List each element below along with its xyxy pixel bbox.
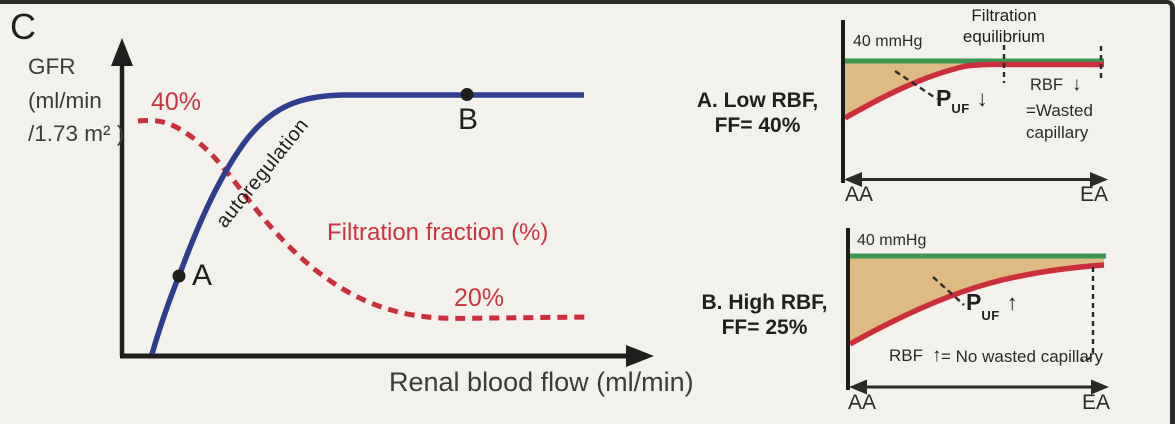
- down-arrow-icon: ↓: [1072, 74, 1082, 95]
- diagram-a-title: A. Low RBF, FF= 40%: [690, 88, 825, 138]
- point-b-label: B: [458, 103, 479, 136]
- y-axis-label-line1: GFR: [28, 54, 76, 79]
- equilibrium-label-line1: Filtration: [971, 6, 1037, 25]
- no-wasted-capillary-note: = No wasted capillary: [941, 347, 1104, 366]
- left-arrowhead-icon: [844, 172, 862, 187]
- diagram-b-title: B. High RBF, FF= 25%: [697, 290, 832, 340]
- filtration-fraction-curve: [137, 117, 592, 321]
- ff-start-value-label: 40%: [151, 88, 202, 116]
- diagram-b-afferent-label: AA: [848, 391, 877, 414]
- up-arrow-icon: ↑: [932, 345, 942, 366]
- diagram-a-title-line1: A. Low RBF,: [696, 89, 819, 112]
- x-axis-label: Renal blood flow (ml/min): [389, 367, 694, 397]
- wasted-capillary-note-line2: capillary: [1026, 123, 1089, 142]
- diagram-a-title-line2: FF= 40%: [714, 114, 801, 137]
- right-arrowhead-icon: [1091, 379, 1109, 395]
- puf-pointer-dashed-line-b: [932, 276, 965, 306]
- y-axis-label-line3: /1.73 m² ): [28, 121, 125, 146]
- diagram-b-length-arrow: [849, 379, 1109, 395]
- gfr-chart-axes: [111, 38, 654, 367]
- figure-vector-layer: [111, 20, 1109, 395]
- diagram-b-efferent-label: EA: [1082, 391, 1111, 414]
- wasted-capillary-note-line1: =Wasted: [1026, 101, 1093, 120]
- point-a-label: A: [192, 259, 213, 292]
- no-wasted-capillary-dashed-line: [1081, 267, 1095, 362]
- rbf-text: RBF: [1030, 76, 1063, 94]
- wasted-capillary-note: =Wasted capillary: [1026, 100, 1093, 144]
- diagram-b-puf-label: PUF ↑: [966, 289, 1018, 323]
- diagram-a-puf-label: PUF ↓: [936, 85, 988, 116]
- diagram-a-graphics: [841, 20, 1108, 187]
- down-arrow-icon: ↓: [976, 86, 988, 111]
- rbf-text: RBF: [889, 346, 923, 365]
- puf-subscript: UF: [951, 101, 970, 116]
- diagram-b-graphics: [846, 228, 1109, 395]
- point-a-dot: [172, 269, 186, 283]
- point-b-dot: [460, 88, 474, 101]
- ff-end-value-label: 20%: [454, 284, 505, 312]
- diagram-b-rbf-label: RBF ↑: [889, 345, 942, 367]
- puf-symbol: P: [966, 289, 982, 315]
- right-arrowhead-icon: [1090, 172, 1108, 187]
- diagram-b-title-line1: B. High RBF,: [701, 291, 828, 314]
- gfr-autoregulation-curve: [149, 92, 584, 355]
- filtration-equilibrium-label: Filtration equilibrium: [943, 5, 1065, 47]
- left-arrowhead-icon: [849, 379, 867, 395]
- equilibrium-label-line2: equilibrium: [962, 27, 1046, 46]
- up-arrow-icon: ↑: [1006, 290, 1018, 315]
- diagram-a-efferent-label: EA: [1080, 183, 1109, 206]
- filtration-fraction-curve-label: Filtration fraction (%): [327, 219, 549, 246]
- diagram-a-afferent-label: AA: [845, 183, 874, 206]
- x-axis-arrowhead-icon: [626, 345, 654, 367]
- puf-area-b: [850, 258, 1104, 344]
- puf-area-a: [845, 62, 1004, 118]
- oncotic-curve-a: [843, 61, 1104, 121]
- diagram-a-pressure-label: 40 mmHg: [853, 33, 923, 50]
- diagram-a-rbf-label: RBF ↓: [1030, 74, 1082, 96]
- diagram-b-title-line2: FF= 25%: [721, 316, 808, 339]
- panel-label: C: [10, 6, 36, 47]
- puf-subscript: UF: [981, 308, 1000, 323]
- diagram-b-pressure-label: 40 mmHg: [857, 232, 927, 249]
- puf-symbol: P: [936, 85, 952, 111]
- y-axis-label: GFR (ml/min /1.73 m² ): [28, 50, 124, 151]
- oncotic-curve-b: [848, 262, 1105, 347]
- y-axis-label-line2: (ml/min: [28, 87, 102, 113]
- y-axis-arrowhead-icon: [111, 38, 133, 66]
- diagram-a-length-arrow: [844, 172, 1108, 187]
- puf-pointer-dashed-line-a: [894, 70, 938, 100]
